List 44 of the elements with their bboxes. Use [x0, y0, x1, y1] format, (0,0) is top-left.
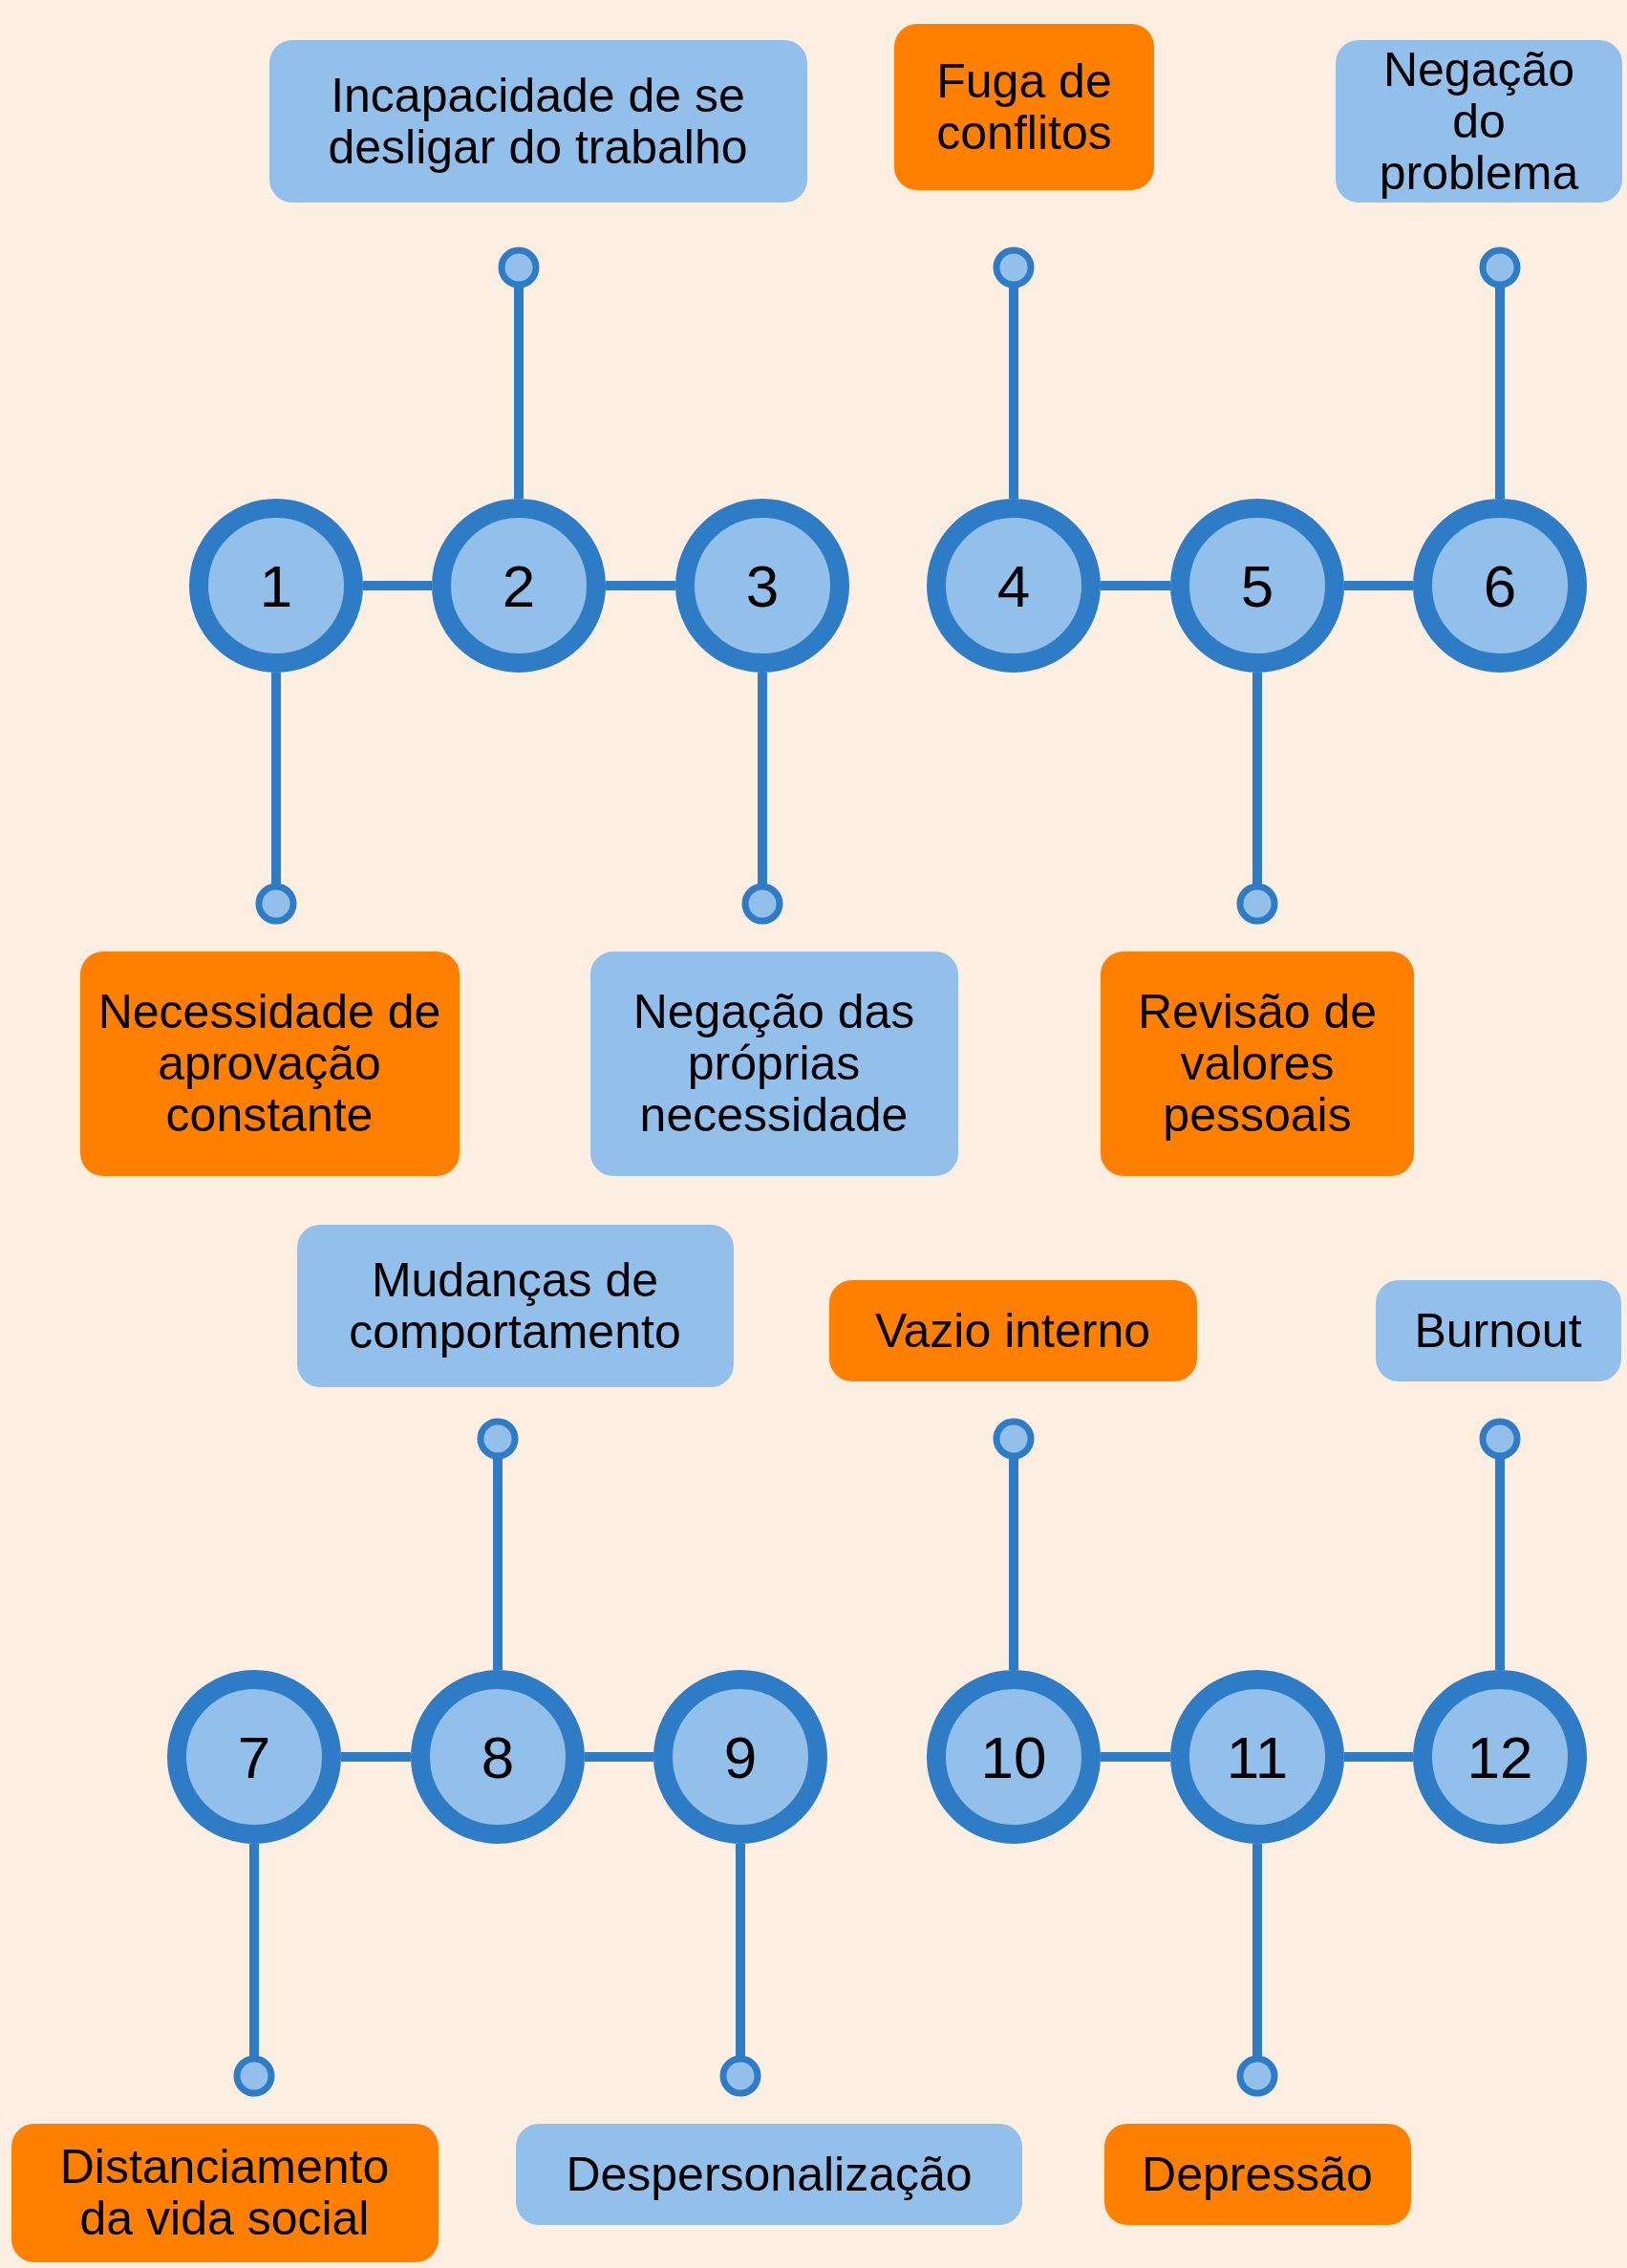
- stage-label: Revisão de valores pessoais: [1136, 986, 1379, 1141]
- stage-label-box: [296, 1225, 734, 1387]
- stage-label: Necessidade de aprovação constante: [96, 986, 442, 1141]
- stage-label-box: [828, 1280, 1197, 1381]
- connector-line: [1344, 581, 1413, 590]
- stage-label-box: [1101, 951, 1414, 1176]
- step-number: 5: [1240, 551, 1274, 620]
- stage-label: Negação do problema: [1378, 44, 1580, 199]
- connector-line: [1101, 1752, 1170, 1762]
- connector-line: [341, 1752, 411, 1762]
- stage-label-box: [894, 24, 1154, 190]
- stage-label-box: [589, 951, 958, 1176]
- stage-label: Mudanças de comportamento: [348, 1254, 682, 1358]
- connector-line: [1101, 581, 1170, 590]
- stage-label: Burnout: [1414, 1305, 1582, 1357]
- step-number: 4: [996, 551, 1031, 620]
- stage-label-box: [268, 40, 807, 203]
- stage-label: Incapacidade de se desligar do trabalho: [327, 70, 749, 173]
- stage-label: Depressão: [1142, 2149, 1373, 2200]
- stage-label: Vazio interno: [874, 1305, 1151, 1357]
- step-number: 8: [481, 1722, 515, 1791]
- step-number: 11: [1226, 1722, 1289, 1791]
- connector-line: [1344, 1752, 1413, 1762]
- stage-label-box: [516, 2124, 1022, 2225]
- stage-label-box: [1336, 40, 1622, 203]
- stage-label: Despersonalização: [566, 2149, 973, 2200]
- stage-label: Fuga de conflitos: [935, 55, 1113, 159]
- step-number: 1: [259, 551, 293, 620]
- stage-label: Distanciamento da vida social: [58, 2141, 391, 2244]
- connector-line: [363, 581, 432, 590]
- step-number: 7: [237, 1722, 271, 1791]
- stage-label-box: [11, 2123, 439, 2262]
- step-number: 3: [745, 551, 780, 620]
- step-number: 12: [1466, 1722, 1533, 1791]
- stage-label-box: [1375, 1280, 1621, 1381]
- connector-line: [585, 1752, 653, 1762]
- stage-label-box: [1103, 2124, 1411, 2225]
- step-number: 10: [980, 1722, 1047, 1791]
- step-number: 9: [723, 1722, 758, 1791]
- step-number: 6: [1483, 551, 1517, 620]
- stage-label-box: [79, 951, 460, 1176]
- step-number: 2: [502, 551, 536, 620]
- connector-line: [606, 581, 675, 590]
- stage-label: Negação das próprias necessidade: [632, 986, 916, 1141]
